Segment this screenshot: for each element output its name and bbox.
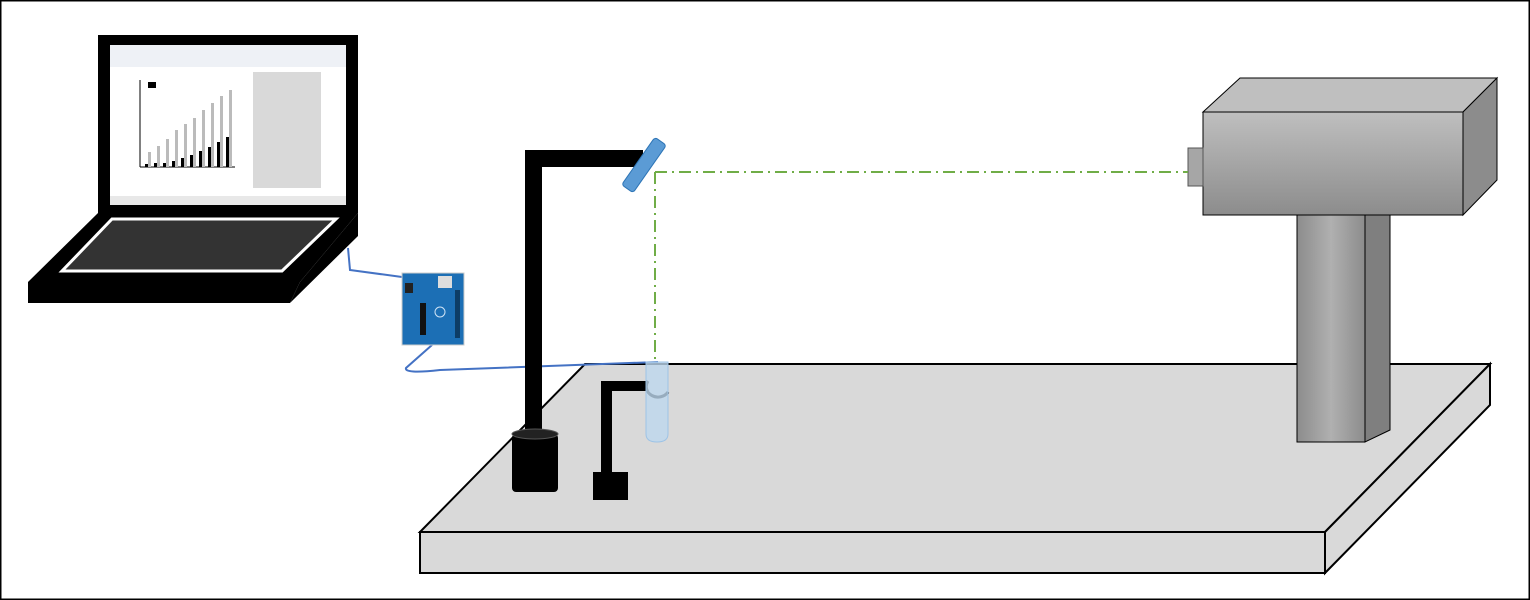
screen-chart-thumbnail <box>139 80 235 168</box>
retort-stand-icon <box>511 150 643 492</box>
sensor-cable <box>404 344 659 373</box>
pillar-side <box>1364 199 1391 443</box>
platform-side <box>1324 361 1491 576</box>
lens <box>1187 147 1204 187</box>
device-front <box>1202 111 1464 216</box>
usb-cable <box>347 247 403 278</box>
test-tube-icon <box>645 361 669 443</box>
laptop-icon <box>28 35 358 303</box>
laser-beam <box>654 171 1188 362</box>
platform <box>417 361 1493 576</box>
pillar-front <box>1296 214 1366 443</box>
laser-device-icon <box>1187 76 1499 443</box>
mirror-icon <box>622 137 666 193</box>
laptop-base-front <box>28 282 300 303</box>
laptop-keyboard <box>58 217 340 273</box>
device-top <box>1201 77 1499 113</box>
laptop-base-side <box>290 213 358 303</box>
arduino-board-icon <box>401 272 465 346</box>
platform-front <box>419 531 1326 574</box>
